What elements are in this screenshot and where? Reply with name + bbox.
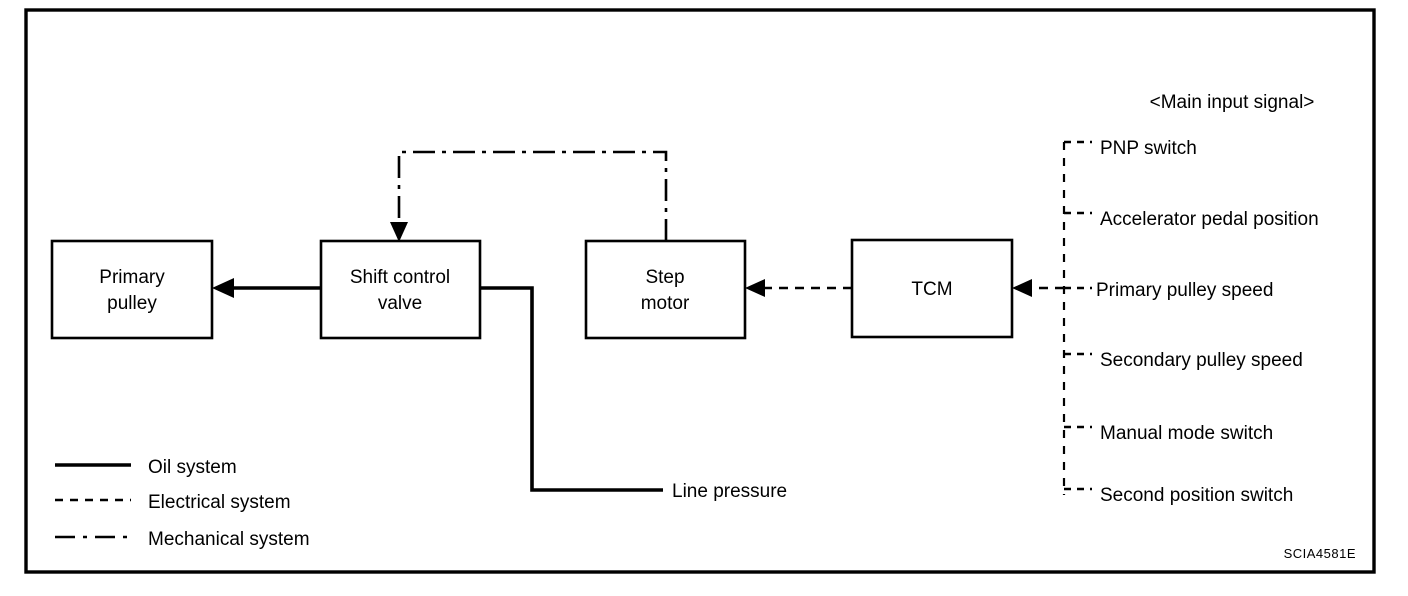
- block-step-motor-label-line2: motor: [641, 293, 690, 314]
- block-shift-control-valve[interactable]: [319, 239, 482, 340]
- block-primary-pulley-label-line2: pulley: [107, 293, 157, 314]
- oil-link-line-pressure: [480, 286, 663, 492]
- electrical-arrowhead-step-motor-icon: [745, 279, 765, 297]
- block-primary-pulley[interactable]: [50, 239, 214, 340]
- block-primary-pulley-label-line1: Primary: [99, 267, 165, 288]
- oil-arrowhead-primary-pulley-icon: [212, 278, 234, 298]
- block-tcm-label: TCM: [911, 279, 952, 300]
- signal-label-pnp-switch: PNP switch: [1100, 138, 1197, 159]
- block-step-motor[interactable]: [584, 239, 747, 340]
- diagram-border: [24, 8, 1376, 574]
- signal-label-primary-pulley-speed: Primary pulley speed: [1096, 280, 1273, 301]
- legend-label-mechanical-system: Mechanical system: [148, 529, 310, 550]
- block-step-motor-label-line1: Step: [645, 267, 684, 288]
- line-pressure-label: Line pressure: [672, 481, 787, 502]
- block-shift-control-valve-label-line2: valve: [378, 293, 422, 314]
- block-shift-control-valve-label-line1: Shift control: [350, 267, 450, 288]
- signal-label-secondary-pulley-speed: Secondary pulley speed: [1100, 350, 1303, 371]
- block-tcm[interactable]: [850, 238, 1014, 339]
- signal-label-manual-mode-switch: Manual mode switch: [1100, 423, 1273, 444]
- signal-label-accelerator-pedal-position: Accelerator pedal position: [1100, 209, 1319, 230]
- mechanical-link-step-motor-to-shift-valve: [397, 150, 668, 241]
- legend-label-electrical-system: Electrical system: [148, 492, 291, 513]
- signal-label-second-position-switch: Second position switch: [1100, 485, 1293, 506]
- electrical-arrowhead-tcm-icon: [1012, 279, 1032, 297]
- legend-label-oil-system: Oil system: [148, 457, 237, 478]
- mechanical-arrowhead-icon: [390, 222, 408, 242]
- figure-code: SCIA4581E: [1284, 546, 1356, 561]
- main-input-signal-heading: <Main input signal>: [1150, 92, 1315, 113]
